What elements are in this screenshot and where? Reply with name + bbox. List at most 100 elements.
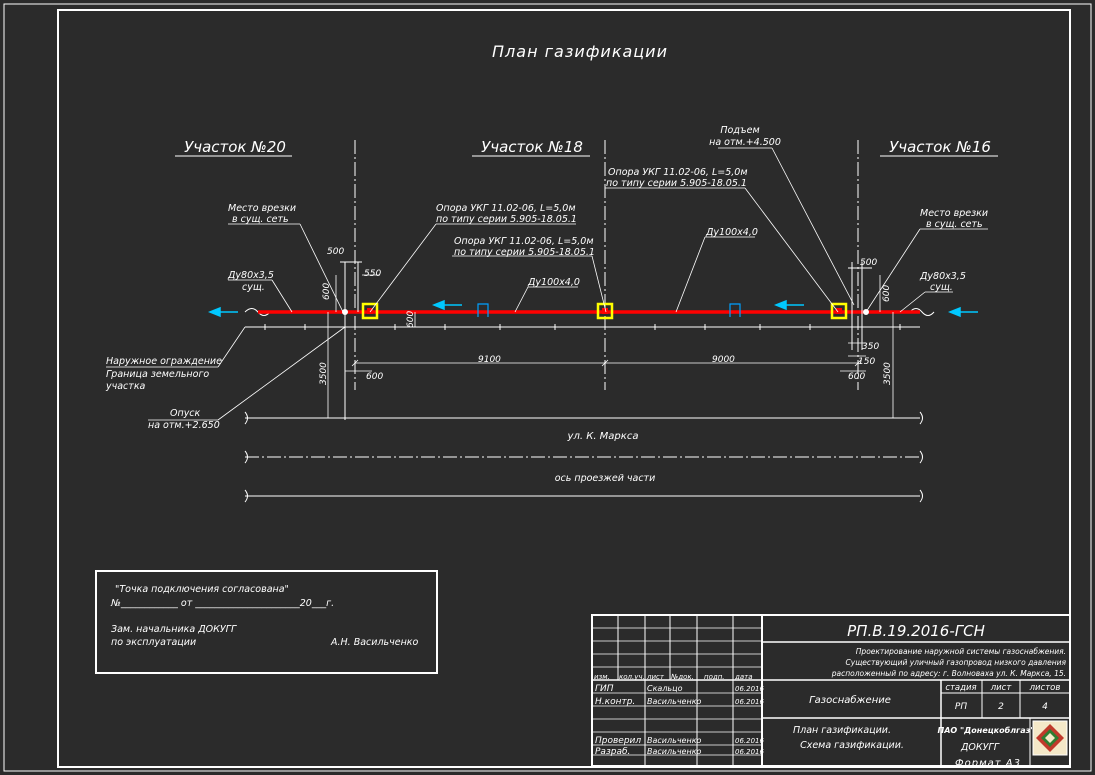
section-heading-left: Участок №20 bbox=[175, 138, 292, 157]
support-3-label-2: по типу серии 5.905-18.05.1 bbox=[606, 178, 747, 189]
axis-lines bbox=[354, 140, 859, 390]
support-1-label-2: по типу серии 5.905-18.05.1 bbox=[436, 214, 577, 225]
ground-ticks bbox=[264, 324, 901, 330]
support-2-label-1: Опора УКГ 11.02-06, L=5,0м bbox=[454, 236, 594, 247]
fence-label-2: Граница земельного bbox=[106, 369, 209, 380]
sheet-value: 2 bbox=[998, 702, 1004, 712]
col-header-izm: изм. bbox=[594, 673, 610, 681]
dimension-lines bbox=[327, 274, 894, 418]
sheets-header: листов bbox=[1029, 683, 1061, 693]
riser-left bbox=[340, 261, 362, 420]
dim-500-left: 500 bbox=[327, 247, 344, 257]
tap-right-label-1: Место врезки bbox=[920, 208, 988, 219]
approval-signer: А.Н. Васильченко bbox=[331, 637, 419, 648]
description-line-3: расположенный по адресу: г. Волноваха ул… bbox=[831, 669, 1066, 678]
tap-left-label-2: в сущ. сеть bbox=[232, 214, 289, 225]
sheet-header: лист bbox=[990, 683, 1013, 693]
meter-symbol-2 bbox=[729, 303, 741, 317]
support-marker-3 bbox=[830, 302, 848, 320]
section-left-label: Участок №20 bbox=[184, 138, 286, 156]
dim-9000: 9000 bbox=[712, 355, 735, 365]
dim-500-right: 500 bbox=[860, 258, 877, 268]
pipe-left-label-1: Ду80х3,5 bbox=[227, 270, 274, 281]
description-line-1: Проектирование наружной системы газоснаб… bbox=[856, 647, 1066, 656]
org-line-2: ДОКУГГ bbox=[960, 742, 1000, 753]
sig-date-3: 06.2016 bbox=[735, 737, 764, 745]
pipe-new-label-1: Ду100х4,0 bbox=[705, 227, 758, 238]
col-header-doc: №док. bbox=[670, 673, 694, 681]
sig-role-2: Н.контр. bbox=[595, 697, 635, 707]
stage-value: РП bbox=[955, 702, 967, 712]
sig-name-1: Скальцо bbox=[647, 684, 683, 693]
fence-lines bbox=[244, 308, 935, 425]
sig-name-3: Васильченко bbox=[647, 736, 702, 745]
support-marker-1 bbox=[361, 302, 379, 320]
approval-line-4: по эксплуатации bbox=[111, 637, 197, 648]
dim-600-left-h: 600 bbox=[366, 372, 383, 382]
pipe-right-label-1: Ду80х3,5 bbox=[919, 271, 966, 282]
sig-date-1: 06.2016 bbox=[735, 685, 764, 693]
support-3-label-1: Опора УКГ 11.02-06, L=5,0м bbox=[608, 167, 748, 178]
street-name: ул. К. Маркса bbox=[567, 431, 639, 442]
approval-line-3: Зам. начальника ДОКУГГ bbox=[111, 624, 237, 635]
tap-left-label-1: Место врезки bbox=[228, 203, 296, 214]
dim-600-right-v: 600 bbox=[882, 285, 892, 302]
sheet-border-outer bbox=[3, 3, 1092, 772]
dim-550: 550 bbox=[364, 269, 381, 279]
rise-label-2: на отм.+4.500 bbox=[709, 137, 781, 148]
street-axis-label: ось проезжей части bbox=[555, 473, 656, 484]
dim-600-right-h: 600 bbox=[848, 372, 865, 382]
fence-label-3: участка bbox=[105, 381, 146, 392]
title-block-grid bbox=[591, 614, 1071, 767]
section-heading-right: Участок №16 bbox=[880, 138, 998, 157]
drawing-title: План газификации bbox=[492, 42, 668, 61]
drop-label-1: Опуск bbox=[170, 408, 201, 419]
col-header-sign: подп. bbox=[704, 673, 725, 681]
col-header-list: лист bbox=[646, 673, 665, 681]
dim-3500-left: 3500 bbox=[319, 362, 329, 385]
dim-9100: 9100 bbox=[478, 355, 501, 365]
sheet-border-inner bbox=[57, 9, 1071, 768]
dim-350: 350 bbox=[862, 342, 879, 352]
rise-label-1: Подъем bbox=[720, 125, 759, 136]
sheets-value: 4 bbox=[1042, 702, 1048, 712]
org-line-1: ПАО "Донецкоблгаз" bbox=[938, 725, 1035, 735]
sig-role-4: Разраб. bbox=[595, 747, 630, 757]
pipe-right-label-2: сущ. bbox=[930, 282, 953, 293]
flow-arrows bbox=[207, 299, 978, 318]
sheet-title-line-2: Схема газификации. bbox=[800, 740, 904, 751]
col-header-kol: кол.уч. bbox=[619, 673, 645, 681]
stage-header: стадия bbox=[945, 683, 976, 693]
support-1-label-1: Опора УКГ 11.02-06, L=5,0м bbox=[436, 203, 576, 214]
drop-label-2: на отм.+2.650 bbox=[148, 420, 220, 431]
street-lines bbox=[244, 450, 923, 503]
org-logo bbox=[1032, 720, 1068, 756]
support-2-label-2: по типу серии 5.905-18.05.1 bbox=[454, 247, 595, 258]
support-marker-2 bbox=[596, 302, 614, 320]
pipe-new-label-2: Ду100х4,0 bbox=[527, 277, 580, 288]
description-line-2: Существующий уличный газопровод низкого … bbox=[846, 658, 1067, 667]
meter-symbol-1 bbox=[477, 303, 489, 317]
sig-name-4: Васильченко bbox=[647, 747, 702, 756]
fence-label-1: Наружное ограждение bbox=[106, 356, 222, 367]
sheet-title-line-1: План газификации. bbox=[793, 725, 891, 736]
section-right-label: Участок №16 bbox=[889, 138, 991, 156]
approval-line-2: №____________ от ______________________2… bbox=[111, 598, 335, 609]
dim-3500-right: 3500 bbox=[883, 362, 893, 385]
leader-lines bbox=[106, 147, 988, 421]
tap-right-label-2: в сущ. сеть bbox=[926, 219, 983, 230]
approval-box: "Точка подключения согласована" №_______… bbox=[95, 570, 438, 674]
approval-line-1: "Точка подключения согласована" bbox=[115, 584, 289, 595]
riser-right bbox=[848, 262, 872, 350]
document-code: РП.В.19.2016-ГСН bbox=[847, 622, 985, 640]
dim-600-mid-v: 600 bbox=[406, 311, 416, 328]
sig-date-2: 06.2016 bbox=[735, 698, 764, 706]
sig-date-4: 06.2016 bbox=[735, 748, 764, 756]
pipe-left-label-2: сущ. bbox=[242, 282, 265, 293]
section-middle-label: Участок №18 bbox=[481, 138, 583, 156]
dim-600-left-v: 600 bbox=[322, 283, 332, 300]
sig-role-3: Проверил bbox=[595, 736, 641, 746]
col-header-date: дата bbox=[734, 673, 753, 681]
section-name: Газоснабжение bbox=[809, 694, 891, 706]
format-label: Формат А3 bbox=[955, 758, 1021, 769]
